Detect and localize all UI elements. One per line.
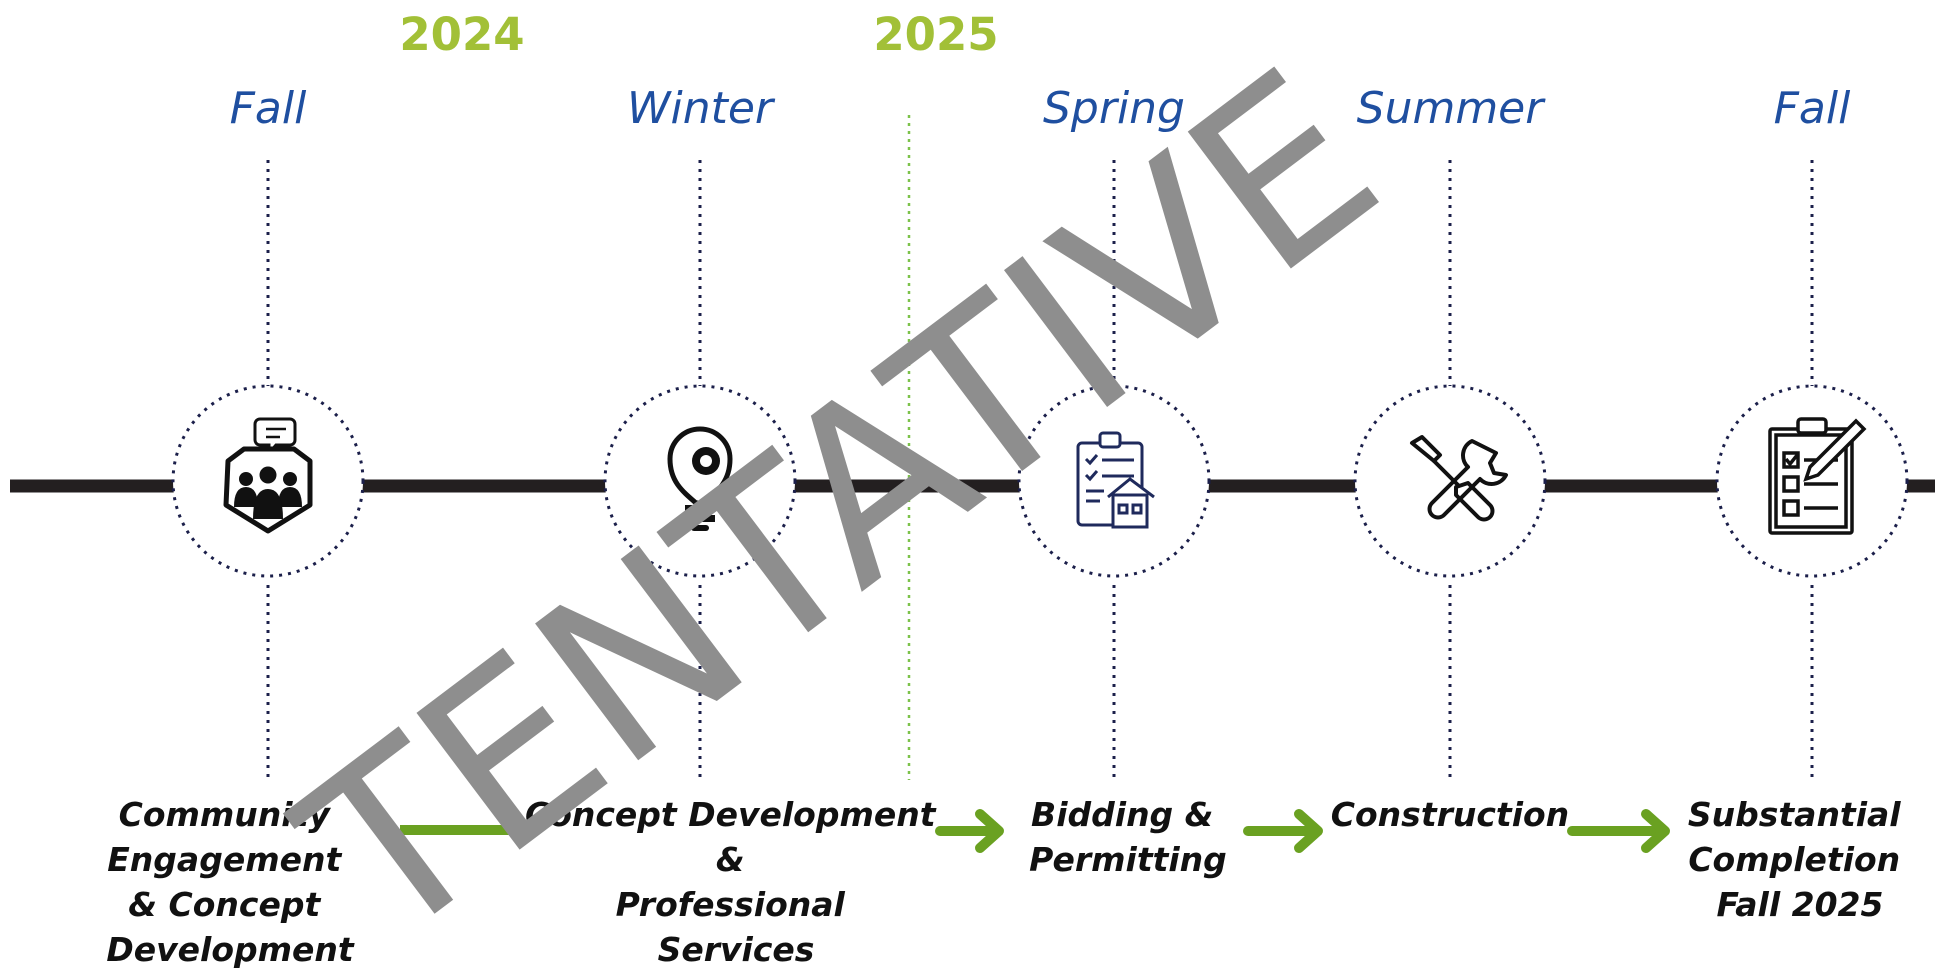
phase-label-concept-development: Concept Development & Professional Servi… <box>525 795 947 969</box>
milestone-substantial-completion <box>1715 160 1909 780</box>
lightbulb-gear-icon <box>667 426 733 531</box>
phase-arrow-3-4 <box>1243 809 1323 853</box>
milestone-bidding-permitting <box>1017 160 1211 780</box>
phase-label-bidding-permitting: Bidding & Permitting <box>1029 795 1227 879</box>
year-label-2025: 2025 <box>873 8 998 61</box>
screwdriver-wrench-icon <box>1410 435 1508 522</box>
phase-label-construction: Construction <box>1331 795 1569 834</box>
clipboard-house-icon <box>1076 431 1155 529</box>
milestone-circle <box>1017 384 1211 578</box>
milestone-construction <box>1353 160 1547 780</box>
season-label-fall-2025: Fall <box>1774 83 1851 134</box>
season-label-spring: Spring <box>1043 83 1185 134</box>
phase-label-community-engagement: Community Engagement & Concept Developme… <box>106 795 355 969</box>
season-label-fall-2024: Fall <box>230 83 307 134</box>
checklist-pencil-icon <box>1768 417 1867 535</box>
season-label-summer: Summer <box>1357 83 1547 134</box>
year-label-2024: 2024 <box>399 8 524 61</box>
milestone-community-engagement <box>171 160 365 780</box>
milestone-concept-development <box>603 160 797 780</box>
phase-arrow-2-3 <box>935 809 1004 853</box>
phase-label-substantial-completion: Substantial Completion Fall 2025 <box>1688 795 1912 924</box>
milestone-circle <box>1353 384 1547 578</box>
phase-arrow-4-5 <box>1567 809 1670 853</box>
community-engagement-icon <box>223 417 313 534</box>
season-label-winter: Winter <box>627 83 776 134</box>
